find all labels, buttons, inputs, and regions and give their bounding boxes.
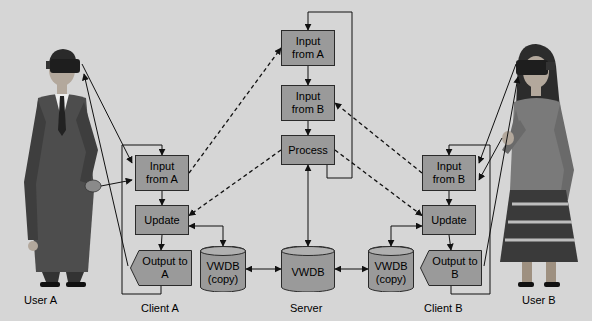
box-text: Input from A xyxy=(139,160,185,186)
part-label: Client A xyxy=(141,302,179,315)
user-a-figure xyxy=(42,272,60,282)
database-cylinder: VWDB (copy) xyxy=(368,246,414,292)
update-box: Update xyxy=(135,205,189,235)
part-label: User A xyxy=(24,294,57,307)
box-text: Input from B xyxy=(285,90,331,116)
user-a-leader-lines xyxy=(84,74,128,266)
cylinder-top xyxy=(201,247,246,256)
flow-arrow xyxy=(391,226,422,246)
input-box: Input from A xyxy=(135,155,189,191)
output-shape xyxy=(131,251,192,286)
flow-arrow xyxy=(189,226,223,246)
user-b-figure xyxy=(546,62,555,70)
flow-arrow xyxy=(161,235,162,250)
update-box: Update xyxy=(422,205,476,235)
user-b-leader-lines xyxy=(479,64,516,163)
user-a-leader-lines xyxy=(82,64,132,266)
user-b-figure xyxy=(516,60,548,75)
box-text: Process xyxy=(285,144,331,157)
user-a-leader-lines xyxy=(101,180,132,186)
network-message-arrow xyxy=(189,150,281,216)
user-b-figure xyxy=(500,44,578,287)
user-b-figure xyxy=(500,190,578,262)
box-text: Update xyxy=(139,214,185,227)
input-box: Input from B xyxy=(281,85,335,121)
part-label: Client B xyxy=(424,302,463,315)
user-a-figure xyxy=(24,49,101,287)
user-b-figure xyxy=(531,86,541,96)
user-a-figure xyxy=(28,241,38,251)
part-label: Server xyxy=(290,302,322,315)
user-a-figure xyxy=(57,84,67,94)
network-message-arrow xyxy=(335,150,422,216)
database-cylinder: VWDB xyxy=(281,246,335,292)
user-a-leader-lines xyxy=(82,64,132,163)
output-box: Output to B xyxy=(420,250,482,286)
cylinder-body xyxy=(369,246,414,292)
box-text: VWDB (copy) xyxy=(202,260,244,286)
box-text: Output to B xyxy=(431,255,479,281)
flow-arrow xyxy=(308,121,309,135)
user-a-figure xyxy=(76,102,98,184)
box-text: Output to A xyxy=(141,255,189,281)
box-text: Input from B xyxy=(426,160,472,186)
user-a-figure xyxy=(85,180,101,192)
cylinder-body xyxy=(282,246,335,292)
user-a-figure xyxy=(58,96,66,136)
flow-arrow xyxy=(162,191,163,205)
flow-arrow xyxy=(335,269,368,270)
user-b-figure xyxy=(546,262,556,282)
user-b-figure xyxy=(554,104,574,200)
box-text: Update xyxy=(426,214,472,227)
user-b-figure xyxy=(544,282,560,287)
user-b-figure xyxy=(522,262,532,282)
user-b-leader-lines xyxy=(479,64,518,266)
box-text: Input from A xyxy=(285,35,331,61)
network-message-arrow xyxy=(335,103,422,173)
user-b-figure xyxy=(505,204,575,240)
input-box: Input from B xyxy=(422,155,476,191)
box-text: VWDB xyxy=(283,266,333,279)
user-b-figure xyxy=(518,282,534,287)
user-b-leader-lines xyxy=(484,77,518,266)
user-a-figure xyxy=(50,59,80,73)
input-box: Input from A xyxy=(281,30,335,66)
user-a-figure xyxy=(66,282,86,287)
flow-arrow xyxy=(308,165,309,246)
flow-arrow xyxy=(246,269,281,270)
user-a-figure xyxy=(66,272,84,282)
user-a-figure xyxy=(24,100,46,240)
cylinder-body xyxy=(201,246,246,292)
database-cylinder: VWDB (copy) xyxy=(200,246,246,292)
flow-arrow xyxy=(449,191,450,205)
flow-arrow xyxy=(449,235,451,250)
user-b-figure xyxy=(502,120,526,154)
output-shape xyxy=(421,251,482,286)
output-box: Output to A xyxy=(130,250,192,286)
flow-arrow xyxy=(308,66,309,85)
network-message-arrow xyxy=(189,48,281,173)
user-a-figure xyxy=(40,282,60,287)
cylinder-top xyxy=(282,247,335,256)
process-box: Process xyxy=(281,135,335,165)
cylinder-top xyxy=(369,247,414,256)
box-text: VWDB (copy) xyxy=(370,260,412,286)
part-label: User B xyxy=(522,294,556,307)
